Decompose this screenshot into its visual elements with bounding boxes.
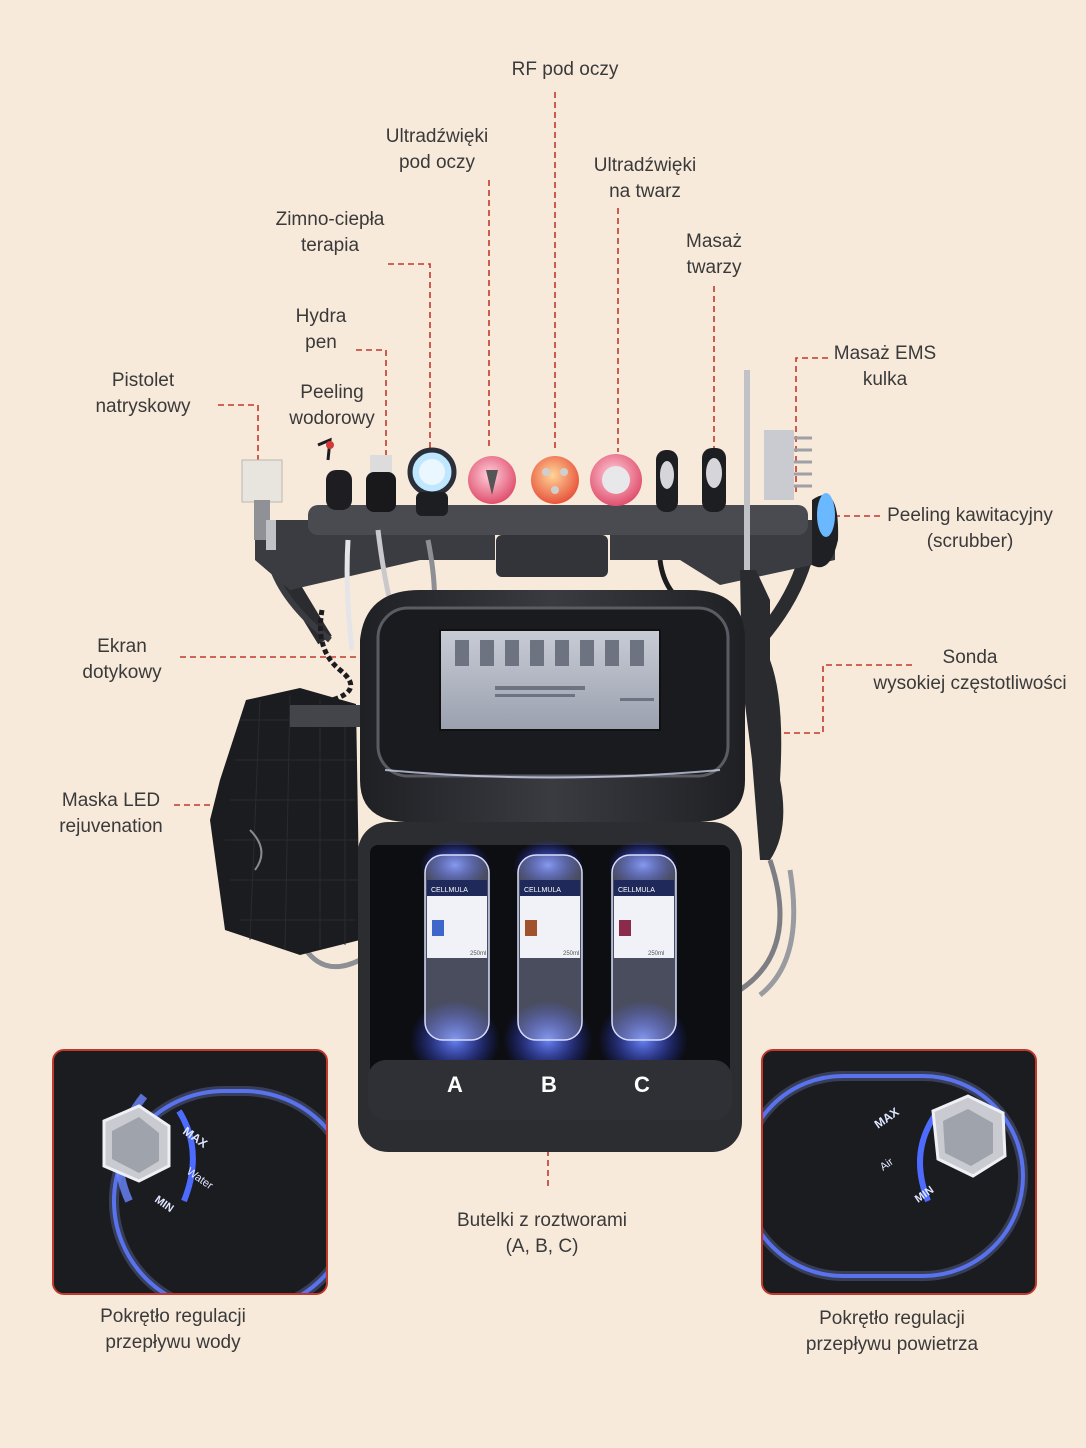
label-bottles-line2: (A, B, C): [505, 1236, 579, 1257]
label-led-mask-line2: rejuvenation: [59, 816, 163, 837]
label-touch-screen: Ekran dotykowy: [62, 634, 182, 686]
label-hydrogen-peel-line1: Peeling: [300, 382, 364, 403]
label-hydra-pen-line2: pen: [305, 332, 337, 353]
label-ultra-face-line1: Ultradźwięki: [593, 155, 697, 176]
label-touch-screen-line2: dotykowy: [82, 662, 162, 683]
label-scrubber-line1: Peeling kawitacyjny: [887, 505, 1053, 526]
label-hydra-pen: Hydra pen: [271, 304, 371, 356]
label-ems-ball-line1: Masaż EMS: [833, 343, 937, 364]
air-knob-illustration: MAX Air MIN: [763, 1051, 1035, 1293]
label-hf-probe: Sonda wysokiej częstotliwości: [872, 645, 1068, 697]
label-hf-probe-line2: wysokiej częstotliwości: [873, 673, 1067, 694]
label-ems-ball-line2: kulka: [862, 369, 908, 390]
leader-cold-hot: [388, 263, 431, 452]
label-led-mask-line1: Maska LED: [61, 790, 161, 811]
label-water-knob: Pokrętło regulacji przepływu wody: [78, 1304, 268, 1356]
label-ultra-eye: Ultradźwięki pod oczy: [367, 124, 507, 176]
leader-hf-probe: [770, 664, 912, 734]
label-bottles: Butelki z roztworami (A, B, C): [432, 1208, 652, 1260]
solution-bottles: [424, 854, 677, 1041]
label-face-massage-line2: twarzy: [686, 257, 742, 278]
label-spray-gun-line2: natryskowy: [95, 396, 191, 417]
label-hydra-pen-line1: Hydra: [295, 306, 347, 327]
bottle-letter-a: A: [447, 1072, 463, 1097]
label-ems-ball: Masaż EMS kulka: [820, 341, 950, 393]
label-hf-probe-line1: Sonda: [942, 647, 998, 668]
label-hydrogen-peel: Peeling wodorowy: [272, 380, 392, 432]
handpieces: [241, 370, 839, 860]
bottle-letter-c: C: [634, 1072, 650, 1097]
water-knob-illustration: MAX Water MIN: [54, 1051, 326, 1293]
label-cold-hot-line1: Zimno-ciepła: [275, 209, 385, 230]
label-spray-gun: Pistolet natryskowy: [83, 368, 203, 420]
leader-hydra-pen: [356, 349, 387, 460]
label-air-knob-line2: przepływu powietrza: [805, 1334, 979, 1355]
label-hydrogen-peel-line2: wodorowy: [289, 408, 375, 429]
water-knob-inset: MAX Water MIN: [52, 1049, 328, 1295]
label-cold-hot: Zimno-ciepła terapia: [260, 207, 400, 259]
bottle-texts: CELLMULA CELLMULA CELLMULA 250ml 250ml 2…: [431, 887, 664, 1097]
label-ultra-face-line2: na twarz: [609, 181, 681, 202]
bottle-volume-a: 250ml: [470, 951, 486, 957]
bottle-volume-b: 250ml: [563, 951, 579, 957]
label-air-knob: Pokrętło regulacji przepływu powietrza: [790, 1306, 994, 1358]
label-rf-eye-line1: RF pod oczy: [511, 59, 619, 80]
label-cold-hot-line2: terapia: [300, 235, 360, 256]
bottle-letter-b: B: [541, 1072, 557, 1097]
label-ultra-face: Ultradźwięki na twarz: [575, 153, 715, 205]
air-knob-inset: MAX Air MIN: [761, 1049, 1037, 1295]
label-face-massage: Masaż twarzy: [654, 229, 774, 281]
main-console: [358, 590, 745, 1152]
label-scrubber-line2: (scrubber): [926, 531, 1014, 552]
label-face-massage-line1: Masaż: [686, 231, 742, 252]
bottle-brand-b: CELLMULA: [524, 887, 561, 894]
led-mask: [210, 688, 360, 955]
label-rf-eye: RF pod oczy: [495, 57, 635, 83]
label-water-knob-line2: przepływu wody: [105, 1332, 241, 1353]
label-scrubber: Peeling kawitacyjny (scrubber): [880, 503, 1060, 555]
bottle-volume-c: 250ml: [648, 951, 664, 957]
label-air-knob-line1: Pokrętło regulacji: [819, 1308, 965, 1329]
bottle-brand-c: CELLMULA: [618, 887, 655, 894]
label-touch-screen-line1: Ekran: [97, 636, 147, 657]
leader-spray-gun: [218, 404, 259, 460]
label-water-knob-line1: Pokrętło regulacji: [100, 1306, 246, 1327]
label-ultra-eye-line1: Ultradźwięki: [385, 126, 489, 147]
label-ultra-eye-line2: pod oczy: [398, 152, 476, 173]
label-led-mask: Maska LED rejuvenation: [46, 788, 176, 840]
bottle-brand-a: CELLMULA: [431, 887, 468, 894]
label-bottles-line1: Butelki z roztworami: [457, 1210, 627, 1231]
label-spray-gun-line1: Pistolet: [111, 370, 175, 391]
